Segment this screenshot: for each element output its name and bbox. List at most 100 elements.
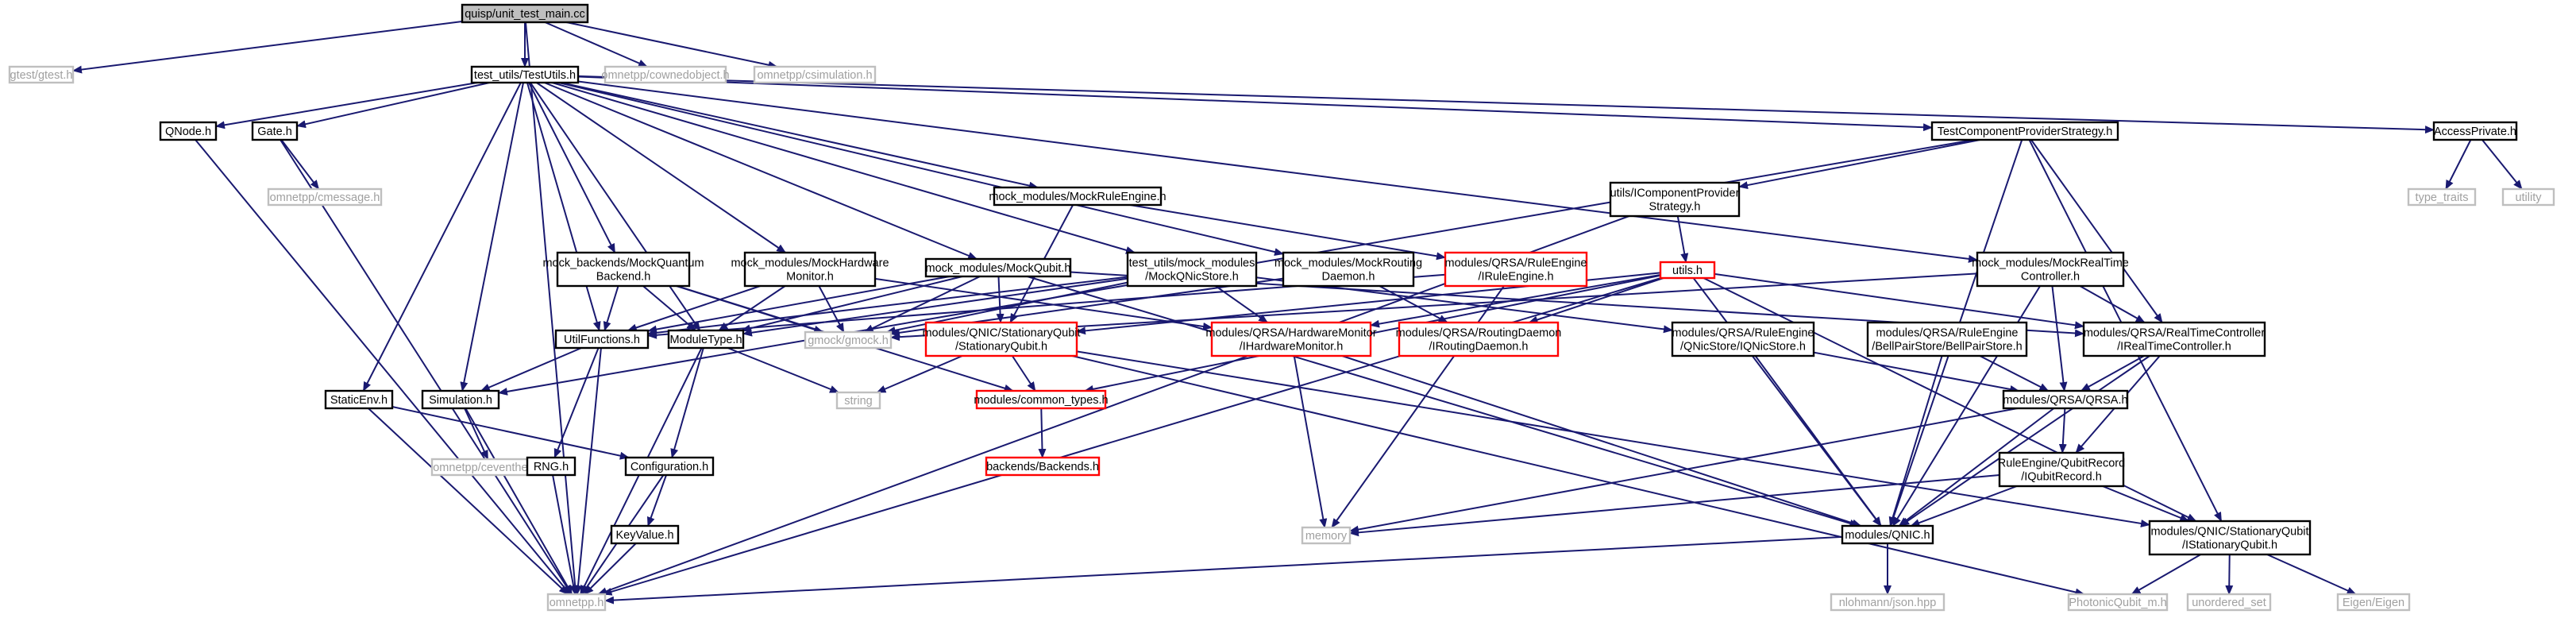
node-box-qnode [159, 121, 218, 141]
node-label-keyvalue: KeyValue.h [615, 529, 673, 542]
node-label-utilfunctions: UtilFunctions.h [564, 334, 640, 346]
node-ihwmon[interactable]: modules/QRSA/HardwareMonitor/IHardwareMo… [1205, 321, 1377, 357]
node-backends[interactable]: backends/Backends.h [985, 456, 1101, 477]
edge-qrsa-to-iqubitrecord [2058, 408, 2067, 454]
node-iqubitrecord[interactable]: RuleEngine/QubitRecord/IQubitRecord.h [1998, 451, 2125, 488]
node-label-configuration: Configuration.h [631, 461, 708, 473]
node-label-omnetpp: omnetpp.h [550, 597, 604, 609]
edge-testutils-to-accessprivate [577, 75, 2435, 134]
edge-stationaryqubit-to-photonic [1071, 355, 2085, 597]
node-iqnicstore[interactable]: modules/QRSA/RuleEngine/QNicStore/IQNicS… [1671, 321, 1815, 357]
node-box-tcps [1930, 121, 2119, 141]
edge-mockhwmon-to-utilfunctions [627, 285, 761, 332]
node-label-backends: backends/Backends.h [986, 461, 1099, 473]
node-box-mockqnicstore [1126, 251, 1258, 288]
node-root[interactable]: quisp/unit_test_main.cc [461, 3, 589, 24]
node-qnode[interactable]: QNode.h [159, 121, 218, 141]
node-stationaryqubit[interactable]: modules/QNIC/StationaryQubit/StationaryQ… [922, 321, 1081, 357]
node-bellpairstore[interactable]: modules/QRSA/RuleEngine/BellPairStore/Be… [1866, 321, 2028, 357]
node-accessprivate[interactable]: AccessPrivate.h [2432, 121, 2518, 141]
node-moduletype[interactable]: ModuleType.h [667, 329, 745, 350]
edge-utilfunctions-to-omnetpp [574, 347, 602, 595]
node-mockruleengine[interactable]: mock_modules/MockRuleEngine.h [989, 186, 1167, 207]
edge-mockqubit-to-gmock [863, 276, 981, 333]
node-omnetpp: omnetpp.h [546, 593, 607, 612]
node-label-moduletype: ModuleType.h [669, 334, 742, 346]
node-label-mockqnicstore-line1: /MockQNicStore.h [1145, 271, 1239, 284]
node-label-istationaryqubit-line0: modules/QNIC/StationaryQubit [2150, 526, 2308, 539]
node-label-mockruleengine: mock_modules/MockRuleEngine.h [989, 191, 1166, 203]
edge-iqnicstore-to-qrsa [1813, 351, 2020, 393]
edge-mockrouting-to-iroutingdaemon [1379, 285, 1448, 323]
node-qrsa[interactable]: modules/QRSA/QRSA.h [2002, 389, 2129, 410]
node-mockqubit[interactable]: mock_modules/MockQubit.h [924, 257, 1072, 278]
node-box-utilsh [1659, 261, 1716, 280]
node-utilsh[interactable]: utils.h [1659, 261, 1716, 280]
edge-accessprivate-to-typetraits [2445, 139, 2472, 190]
edge-testutils-to-gate [296, 82, 490, 129]
edge-testutils-to-mockrouting [558, 82, 1284, 256]
edge-stationaryqubit-to-istationaryqubit [1076, 350, 2150, 527]
node-cmessage: omnetpp/cmessage.h [267, 187, 383, 207]
node-configuration[interactable]: Configuration.h [624, 456, 715, 477]
node-label-iqubitrecord-line1: /IQubitRecord.h [2021, 471, 2102, 484]
edge-utilsh-to-commontypes [1083, 274, 1661, 393]
node-irtc[interactable]: modules/QRSA/RealTimeController/IRealTim… [2082, 321, 2266, 357]
node-label-qnich: modules/QNIC.h [1845, 529, 1930, 542]
edge-testutils-to-staticenv [362, 82, 522, 392]
node-gmock: gmock/gmock.h [804, 330, 893, 350]
node-label-mockqnicstore-line0: test_utils/mock_modules [1129, 257, 1255, 270]
node-label-commontypes: modules/common_types.h [974, 394, 1108, 407]
edges-layer [72, 20, 2523, 605]
edge-mockhwmon-to-moduletype [718, 285, 786, 331]
node-qnich[interactable]: modules/QNIC.h [1841, 524, 1934, 545]
node-commontypes[interactable]: modules/common_types.h [974, 389, 1109, 410]
node-label-eigen: Eigen/Eigen [2343, 597, 2404, 609]
node-label-mockqubit: mock_modules/MockQubit.h [926, 262, 1071, 275]
node-label-ceventheap: omnetpp/ceventheap.h [433, 462, 550, 474]
edge-ihwmon-to-qnich [1341, 355, 1862, 527]
node-box-moduletype [667, 329, 745, 350]
node-label-simulation: Simulation.h [429, 394, 492, 407]
node-simulation[interactable]: Simulation.h [421, 389, 500, 410]
node-gate[interactable]: Gate.h [251, 121, 299, 141]
node-box-icps [1609, 181, 1741, 218]
edge-staticenv-to-configuration [391, 406, 630, 460]
edge-qrsa-to-qnich [1898, 408, 2055, 527]
node-string: string [835, 391, 881, 410]
node-label-istationaryqubit-line1: /IStationaryQubit.h [2182, 539, 2277, 552]
node-label-icps-line1: Strategy.h [1649, 201, 1700, 214]
node-box-mockhwmon [743, 251, 877, 288]
node-label-mockrouting-line0: mock_modules/MockRouting [1275, 257, 1422, 270]
node-label-staticenv: StaticEnv.h [330, 394, 388, 407]
node-label-stationaryqubit-line1: /StationaryQubit.h [955, 341, 1047, 353]
node-utility: utility [2501, 187, 2555, 207]
edge-stationaryqubit-to-string [876, 355, 963, 393]
node-iruleengine[interactable]: modules/QRSA/RuleEngine/IRuleEngine.h [1444, 251, 1588, 288]
node-label-typetraits: type_traits [2416, 191, 2469, 204]
node-keyvalue[interactable]: KeyValue.h [610, 524, 680, 545]
node-box-eigen [2336, 593, 2411, 612]
edge-moduletype-to-string [727, 347, 839, 393]
node-box-keyvalue [610, 524, 680, 545]
node-rng[interactable]: RNG.h [526, 456, 577, 477]
node-box-iruleengine [1444, 251, 1588, 288]
edge-testutils-to-mockbackend [528, 82, 616, 253]
node-box-bellpairstore [1866, 321, 2028, 357]
node-tcps[interactable]: TestComponentProviderStrategy.h [1930, 121, 2119, 141]
node-testutils[interactable]: test_utils/TestUtils.h [470, 65, 580, 84]
edge-keyvalue-to-omnetpp [584, 543, 637, 595]
node-istationaryqubit[interactable]: modules/QNIC/StationaryQubit/IStationary… [2148, 520, 2312, 556]
node-box-typetraits [2407, 187, 2477, 207]
node-iroutingdaemon[interactable]: modules/QRSA/RoutingDaemon/IRoutingDaemo… [1396, 321, 1562, 357]
node-utilfunctions[interactable]: UtilFunctions.h [554, 329, 650, 350]
node-mockqnicstore[interactable]: test_utils/mock_modules/MockQNicStore.h [1126, 251, 1258, 288]
node-staticenv[interactable]: StaticEnv.h [324, 389, 394, 410]
node-label-icps-line0: utils/IComponentProvider [1610, 187, 1740, 200]
